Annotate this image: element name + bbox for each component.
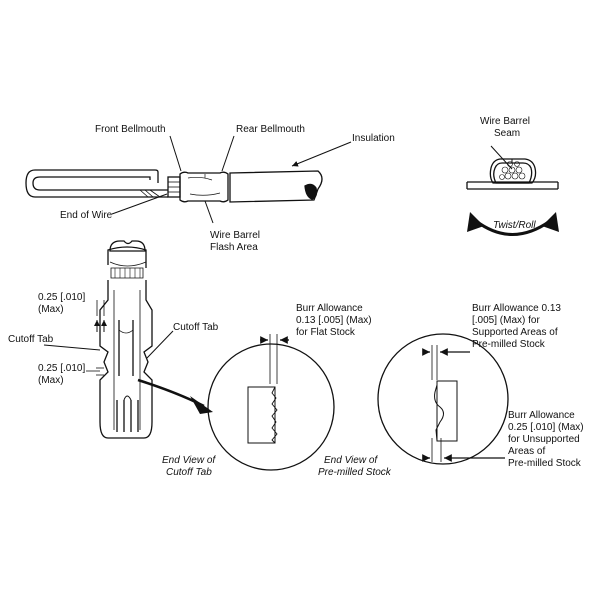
cutoff-tab-right-label: Cutoff Tab bbox=[173, 322, 219, 333]
insulation-label: Insulation bbox=[352, 133, 395, 144]
flat-stock-label-2: 0.13 [.005] (Max) bbox=[296, 315, 372, 326]
flash-area-label-2: Flash Area bbox=[210, 242, 258, 253]
supported-label-4: Pre-milled Stock bbox=[472, 339, 545, 350]
premilled-end-view-circle bbox=[377, 333, 509, 465]
terminal-body-detail bbox=[99, 240, 153, 439]
top-leader-lines bbox=[111, 135, 352, 224]
supported-label-3: Supported Areas of bbox=[472, 327, 558, 338]
unsupported-label-2: 0.25 [.010] (Max) bbox=[508, 422, 584, 433]
barrel-end-view bbox=[466, 145, 559, 236]
cutoff-tab-end-view-circle bbox=[207, 334, 335, 471]
seam-label-2: Seam bbox=[494, 128, 521, 139]
dim-bottom-value: 0.25 [.010] bbox=[38, 363, 86, 374]
cutoff-tab-left-label: Cutoff Tab bbox=[8, 334, 54, 345]
flash-area-label-1: Wire Barrel bbox=[210, 230, 261, 241]
rear-bellmouth-label: Rear Bellmouth bbox=[236, 124, 305, 135]
flat-stock-label-1: Burr Allowance bbox=[296, 303, 363, 314]
twist-roll-label: Twist/Roll bbox=[493, 220, 536, 231]
cutoff-dimension-lines bbox=[43, 300, 213, 414]
unsupported-label-1: Burr Allowance bbox=[508, 410, 575, 421]
dim-bottom-max: (Max) bbox=[38, 375, 64, 386]
unsupported-label-4: Areas of bbox=[508, 446, 546, 457]
premilled-caption-2: Pre-milled Stock bbox=[318, 467, 391, 478]
supported-label-1: Burr Allowance 0.13 bbox=[472, 303, 561, 314]
cutoff-caption-1: End View of bbox=[162, 455, 216, 466]
dim-top-value: 0.25 [.010] bbox=[38, 292, 86, 303]
front-bellmouth-label: Front Bellmouth bbox=[95, 124, 166, 135]
seam-label-1: Wire Barrel bbox=[480, 116, 531, 127]
end-of-wire-label: End of Wire bbox=[60, 210, 113, 221]
unsupported-label-3: for Unsupported bbox=[508, 434, 580, 445]
dim-top-max: (Max) bbox=[38, 304, 64, 315]
supported-label-2: [.005] (Max) for bbox=[472, 315, 540, 326]
crimped-terminal-side-view bbox=[25, 169, 323, 203]
flat-stock-label-3: for Flat Stock bbox=[296, 327, 355, 338]
cutoff-caption-2: Cutoff Tab bbox=[166, 467, 212, 478]
premilled-caption-1: End View of bbox=[324, 455, 378, 466]
unsupported-label-5: Pre-milled Stock bbox=[508, 458, 581, 469]
